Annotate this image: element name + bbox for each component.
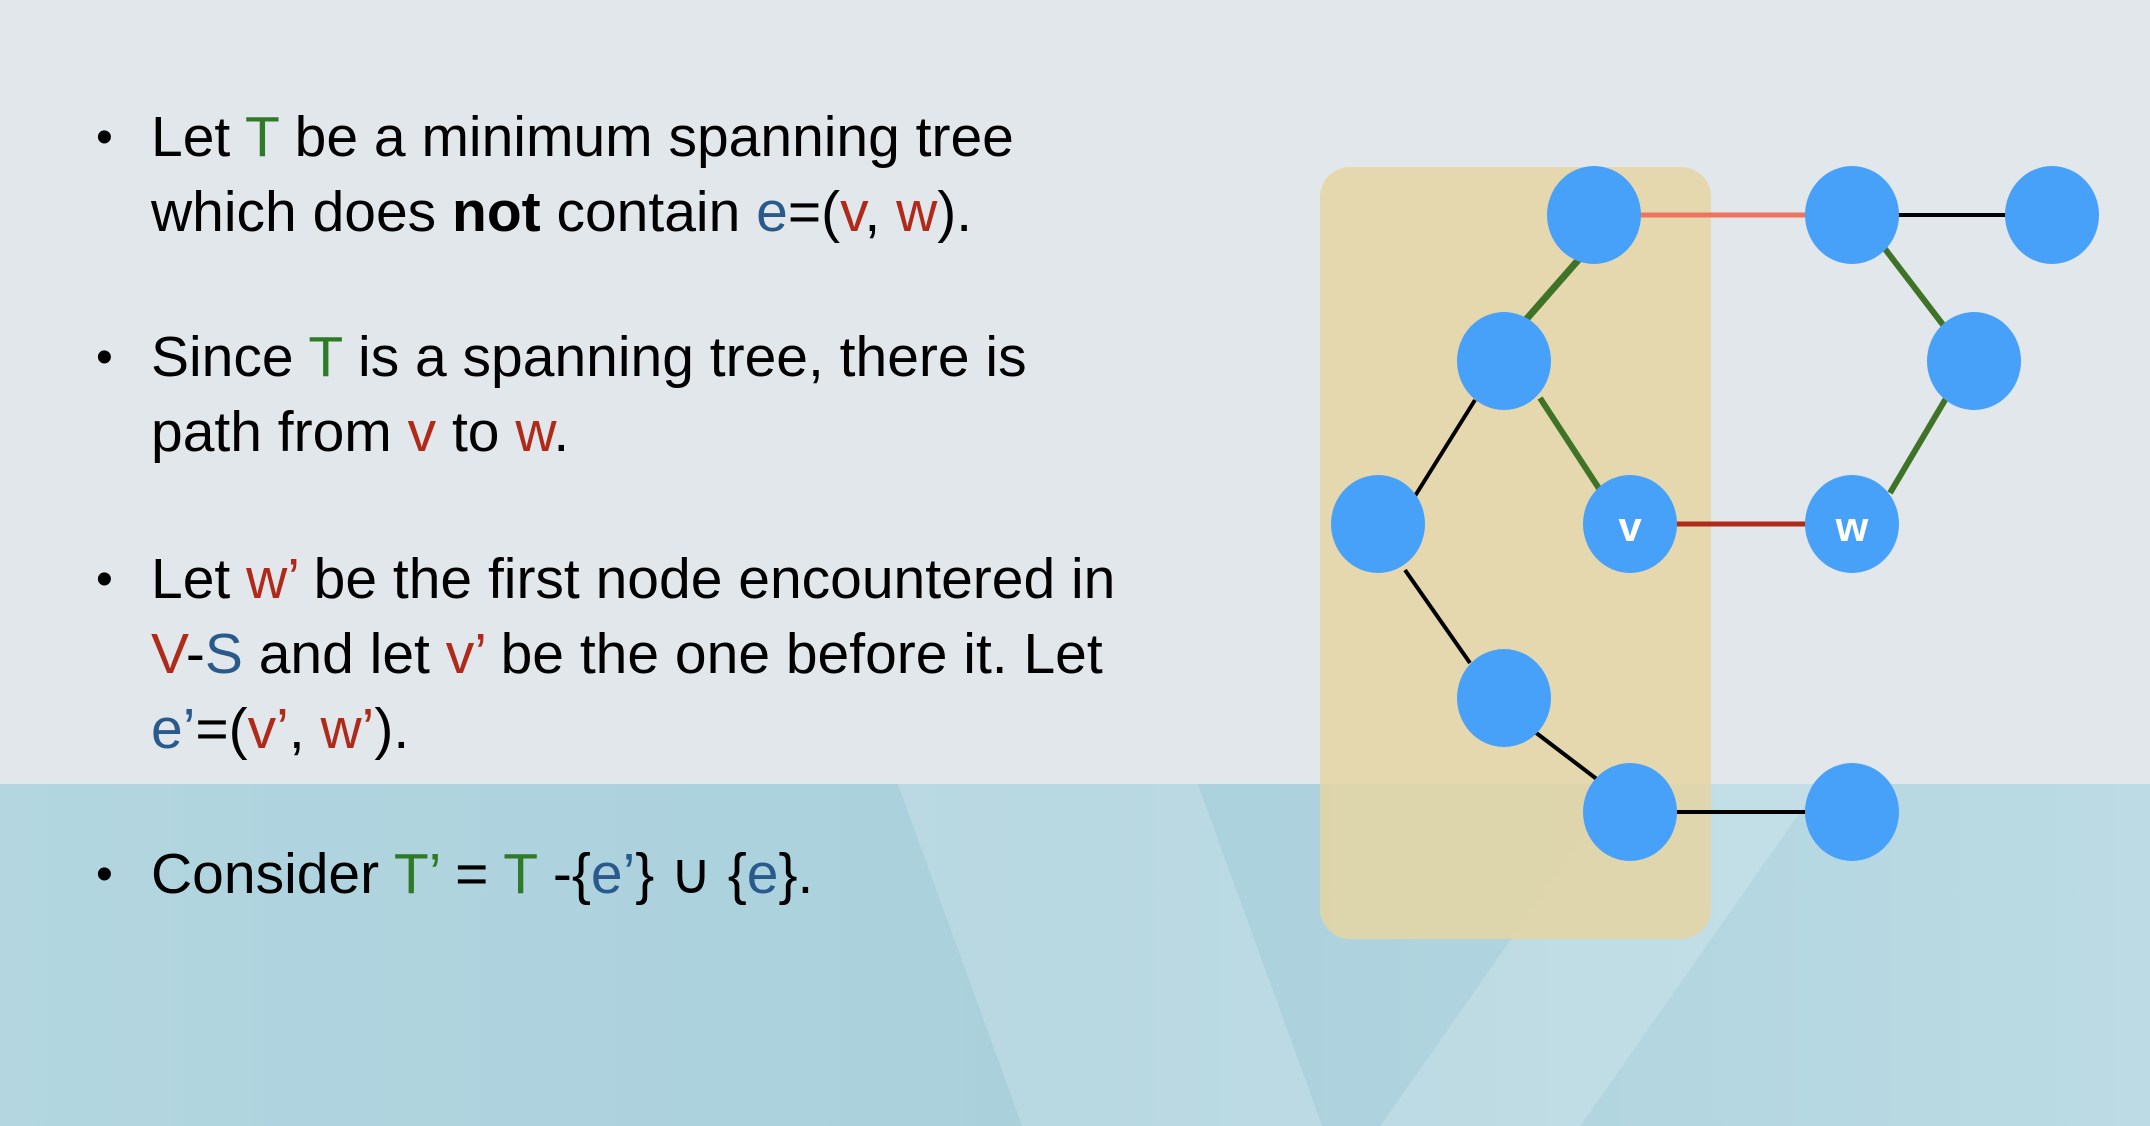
text-segment: Since <box>151 325 309 389</box>
text-segment: e <box>746 842 779 906</box>
node-v <box>1583 475 1677 573</box>
node-w <box>1805 475 1899 573</box>
node-w-label: w <box>1835 503 1869 550</box>
bullet-item: • Consider T’ = T -{e’} ∪ {e}. <box>96 837 813 912</box>
text-segment: Let <box>151 105 246 169</box>
text-segment: T <box>308 325 343 389</box>
edge <box>1533 730 1600 782</box>
text-segment: =( <box>787 180 841 244</box>
node <box>1583 763 1677 861</box>
bullet-dot: • <box>96 553 113 606</box>
text-segment: be the one before it. Let <box>484 622 1103 686</box>
bullet-dot: • <box>96 111 113 164</box>
text-segment: e’ <box>590 842 636 906</box>
text-line: path from v to w. <box>151 395 1027 470</box>
node <box>1547 166 1641 264</box>
edge <box>1408 398 1477 506</box>
text-line: which does not contain e=(v, w). <box>151 175 1014 250</box>
text-segment: } ∪ { <box>635 842 747 906</box>
text-line: V-S and let v’ be the one before it. Let <box>151 617 1115 692</box>
text-segment: T <box>245 105 279 169</box>
text-segment: ). <box>937 180 973 244</box>
background-band <box>0 784 2150 1126</box>
text-segment: be the first node encountered in <box>297 547 1116 611</box>
text-segment: to <box>436 400 516 464</box>
text-segment: e’ <box>151 697 196 761</box>
text-line: Since T is a spanning tree, there is <box>151 320 1027 395</box>
text-segment: w’ <box>246 547 298 611</box>
text-segment: T’ <box>393 842 440 906</box>
edges <box>1403 212 2052 814</box>
bullet-dot: • <box>96 331 113 384</box>
text-segment: e <box>756 180 788 244</box>
text-segment: w <box>896 180 938 244</box>
text-segment: ). <box>374 697 410 761</box>
text-line: Let T be a minimum spanning tree <box>151 100 1014 175</box>
node <box>1331 475 1425 573</box>
text-segment: -{ <box>537 842 591 906</box>
text-segment: w’ <box>320 697 375 761</box>
text-segment: , <box>864 180 897 244</box>
text-segment: . <box>553 400 570 464</box>
text-segment: = <box>439 842 504 906</box>
text-segment: is a spanning tree, there is <box>342 325 1027 389</box>
text-segment: Let <box>151 547 247 611</box>
bullet-dot: • <box>96 848 113 901</box>
node <box>1805 763 1899 861</box>
text-segment: path from <box>151 400 408 464</box>
text-segment: w <box>515 400 554 464</box>
text-segment: }. <box>778 842 814 906</box>
tree-edge <box>1537 396 1603 492</box>
text-segment: v’ <box>445 622 485 686</box>
text-segment: v <box>407 400 437 464</box>
tree-edge <box>1521 255 1583 325</box>
text-line: Consider T’ = T -{e’} ∪ {e}. <box>151 837 813 912</box>
text-segment: v’ <box>247 697 289 761</box>
node <box>1927 312 2021 410</box>
text-segment: v <box>840 180 865 244</box>
tree-edge <box>1879 243 1950 332</box>
tree-edge <box>1887 393 1951 495</box>
text-segment: contain <box>540 180 757 244</box>
text-line: Let w’ be the first node encountered in <box>151 542 1115 617</box>
text-segment: V <box>151 622 186 686</box>
text-segment: T <box>503 842 538 906</box>
bullet-item: • Let w’ be the first node encountered in… <box>96 542 1115 767</box>
text-segment: =( <box>195 697 248 761</box>
text-segment: - <box>185 622 205 686</box>
edge <box>1403 568 1472 665</box>
node-v-label: v <box>1618 503 1642 550</box>
set-s-region <box>1320 167 1711 939</box>
text-segment: Consider <box>151 842 394 906</box>
text-segment: not <box>452 180 541 244</box>
text-segment: S <box>204 622 243 686</box>
text-segment: be a minimum spanning tree <box>278 105 1014 169</box>
node <box>2005 166 2099 264</box>
text-segment: and let <box>242 622 446 686</box>
text-segment: , <box>288 697 321 761</box>
text-line: e’=(v’, w’). <box>151 692 1115 767</box>
node <box>1457 312 1551 410</box>
text-segment: which does <box>151 180 453 244</box>
node <box>1805 166 1899 264</box>
node <box>1457 649 1551 747</box>
